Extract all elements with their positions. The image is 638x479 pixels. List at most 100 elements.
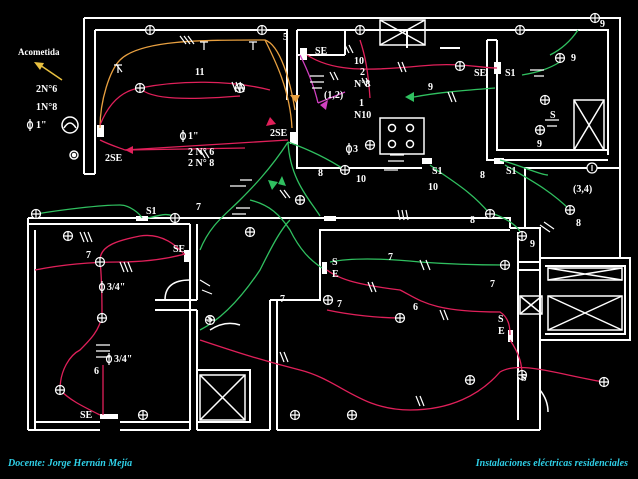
panel-2se-left-label: 2SE <box>105 153 123 164</box>
s1-right-label: S1 <box>505 68 516 79</box>
s1-left-label: S1 <box>146 206 157 217</box>
feeder-n6-label: 2 N° 6 <box>188 147 214 158</box>
light-outlet-icon <box>289 409 301 421</box>
circuit-3-label: 3 <box>353 144 358 155</box>
light-outlet-icon <box>514 24 526 36</box>
circuit-10-top-label: 10 <box>354 56 364 67</box>
light-outlet-icon <box>516 230 528 242</box>
light-outlet-icon <box>94 256 106 268</box>
circuit-10c-label: 10 <box>428 182 438 193</box>
circuit-2-top-label: 2 <box>360 67 365 78</box>
circuit-9-right-label: 9 <box>537 139 542 150</box>
circuit-green <box>35 29 579 331</box>
light-outlet-icon <box>598 376 610 388</box>
circuit-7b-label: 7 <box>86 250 91 261</box>
light-outlet-icon <box>589 12 601 24</box>
panels <box>97 48 513 419</box>
light-outlets <box>30 12 610 421</box>
diameter-icon <box>345 143 353 155</box>
acometida-label: Acometida <box>18 47 60 57</box>
light-outlet-icon <box>30 208 42 220</box>
light-outlet-icon <box>62 230 74 242</box>
feeder-n8-label: 2 N° 8 <box>188 158 214 169</box>
circuit-8a-label: 8 <box>318 168 323 179</box>
t-markers <box>114 41 257 73</box>
light-outlet-icon <box>534 124 546 136</box>
home-run-arrows <box>34 62 496 190</box>
circuit-orange <box>99 39 296 129</box>
se-left-label: SE <box>173 244 186 255</box>
circuit-11-label: 11 <box>195 67 204 78</box>
pipe-34a-label: 3/4" <box>107 282 125 293</box>
light-outlet-icon <box>244 226 256 238</box>
light-outlet-icon <box>169 212 181 224</box>
circuit-7a-label: 7 <box>196 202 201 213</box>
s1-kitchen-label: S1 <box>432 166 443 177</box>
light-outlet-icon <box>554 52 566 64</box>
pipe-diameter-icons <box>26 119 353 365</box>
s-e1-e-label: E <box>332 269 339 280</box>
circuit-8-right-label: 8 <box>480 170 485 181</box>
light-outlet-icon <box>137 409 149 421</box>
light-outlet-icon <box>564 204 576 216</box>
light-outlet-icon <box>134 82 146 94</box>
diameter-icon <box>26 119 34 131</box>
circuit-7c-label: 7 <box>280 294 285 305</box>
light-outlet-icon <box>539 94 551 106</box>
circuit-9-mid-label: 9 <box>428 82 433 93</box>
light-outlet-icon <box>256 24 268 36</box>
s-e1-s-label: S <box>332 257 338 268</box>
s-bath-left-label: S <box>207 314 213 325</box>
meter-icon <box>61 116 79 160</box>
wire-ticks <box>79 35 559 407</box>
footer-author: Docente: Jorge Hernán Mejía <box>8 458 133 469</box>
light-outlet-icon <box>339 164 351 176</box>
light-outlet-icon <box>144 24 156 36</box>
circuit-9-top2-label: 9 <box>571 53 576 64</box>
labels: Acometida 2N°6 1N°8 1" 2SE 1" 2 N° 6 2 N… <box>18 19 605 421</box>
circuit-10b-label: 10 <box>356 174 366 185</box>
s-bottom-label: S <box>521 373 527 384</box>
s-e2-e-label: E <box>498 326 505 337</box>
se-bottom-label: SE <box>80 410 93 421</box>
circuit-9-top-label: 9 <box>600 19 605 30</box>
footer-course-title: Instalaciones eléctricas residenciales <box>475 458 628 469</box>
panel-2se-center-label: 2SE <box>270 128 288 139</box>
light-outlet-icon <box>54 384 66 396</box>
s-e2-s-label: S <box>498 314 504 325</box>
circuit-6-right-label: 6 <box>413 302 418 313</box>
light-outlet-icon <box>322 294 334 306</box>
light-outlet-icon <box>394 312 406 324</box>
light-outlet-icon <box>364 139 376 151</box>
diameter-icon <box>179 130 187 142</box>
light-outlet-icon <box>354 24 366 36</box>
circuit-6-left-label: 6 <box>94 366 99 377</box>
s-bath-right-label: S <box>550 110 556 121</box>
service-n6-label: 2N°6 <box>36 84 57 95</box>
light-outlet-icon <box>499 259 511 271</box>
circuit-12-label: (1,2) <box>324 90 343 101</box>
circuit-9c-label: 9 <box>530 239 535 250</box>
diameter-icon <box>98 281 106 293</box>
service-pipe-label: 1" <box>36 120 47 131</box>
walls <box>27 17 631 431</box>
circuit-1-label: 1 <box>359 98 364 109</box>
light-outlet-icon <box>96 312 108 324</box>
feeder-pipe-label: 1" <box>188 131 199 142</box>
circuit-7d-label: 7 <box>337 299 342 310</box>
se-right-label: SE <box>474 68 487 79</box>
light-outlet-icon <box>204 314 216 326</box>
circuit-8b-label: 8 <box>576 218 581 229</box>
light-outlet-icon <box>454 60 466 72</box>
n8-top-label: N°8 <box>354 79 370 90</box>
bathroom-fixtures <box>164 19 623 421</box>
n10-label: N10 <box>354 110 371 121</box>
light-outlet-icon <box>464 374 476 386</box>
light-outlet-icon <box>516 369 528 381</box>
circuit-5-label: 5 <box>283 32 288 43</box>
light-outlet-icon <box>294 194 306 206</box>
diameter-icon <box>105 353 113 365</box>
light-outlet-icon <box>586 162 598 174</box>
circuit-8c-label: 8 <box>470 215 475 226</box>
light-outlet-icon <box>484 208 496 220</box>
